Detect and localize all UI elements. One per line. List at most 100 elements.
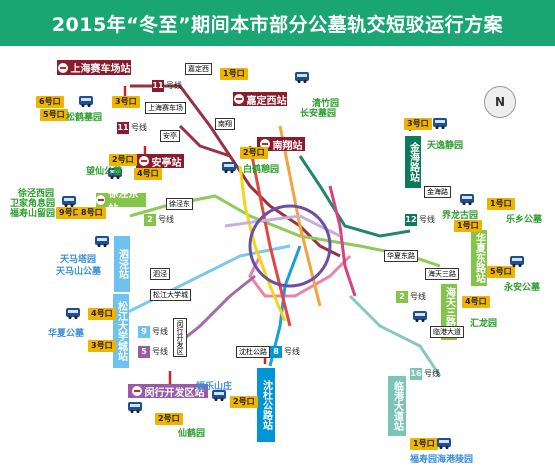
exit-badge: 1号口 (487, 198, 515, 210)
station-name: 金海路站 (407, 142, 419, 182)
station-name: 海天三路站 (443, 287, 455, 337)
station-box-sijing: 泗泾 (150, 268, 170, 280)
line-16-route (348, 294, 442, 377)
line-suffix: 号线 (284, 347, 300, 356)
bus-icon (460, 194, 474, 205)
station-name: 嘉定西站 (246, 95, 287, 107)
exit-badge: 4号口 (462, 296, 490, 308)
line-1-route (248, 145, 292, 327)
exit-badge: 2号口 (155, 413, 183, 425)
exit-badge: 2号口 (240, 147, 268, 159)
line-8-chip: 8 (270, 346, 282, 358)
line-suffix: 号线 (152, 347, 168, 356)
bus-icon (295, 72, 309, 83)
exit-badge: 9号口 (56, 207, 84, 219)
line-suffix: 号线 (152, 327, 168, 336)
bus-icon (212, 390, 226, 401)
station-box-haitiansan: 海天三路 (425, 268, 459, 280)
bus-icon (413, 311, 427, 322)
station-name: 泗泾站 (116, 249, 128, 279)
station-banner-xujingdong: 徐泾东站 (96, 189, 146, 215)
metro-lines-svg (119, 84, 442, 384)
bus-icon (108, 168, 122, 179)
line-9-route (119, 244, 291, 318)
cemetery-label: 乐乡公墓 (506, 215, 543, 225)
exit-badge: 5号口 (487, 266, 515, 278)
compass-north-label: N (494, 95, 506, 109)
line-3-route (238, 165, 287, 322)
bus-icon (128, 402, 142, 413)
line-suffix: 号线 (424, 369, 440, 378)
bus-icon (95, 236, 109, 247)
metro-logo-icon (57, 62, 68, 73)
metro-logo-icon (96, 195, 106, 205)
bus-icon (79, 96, 93, 107)
station-banner-huaxiadong: 华夏东路站 (471, 230, 487, 286)
exit-badge: 3号口 (112, 96, 140, 108)
line-6-route (328, 185, 357, 297)
cemetery-label: 福寿山留园 (10, 209, 56, 219)
station-box-shendu: 沈杜公路 (236, 346, 270, 358)
station-banner-jiadingxi: 嘉定西站 (233, 92, 287, 107)
station-banner-saichechang: 上海赛车场站 (57, 60, 131, 75)
cemetery-label: 长安墓园 (300, 109, 337, 119)
cemetery-label: 白鹤憩园 (243, 165, 280, 175)
bus-icon (510, 256, 524, 267)
bus-icon (66, 308, 80, 319)
exit-badge: 6号口 (36, 96, 64, 108)
station-banner-shendu: 沈杜公路站 (257, 368, 275, 442)
station-box-lingang: 临港大道 (430, 326, 464, 338)
cemetery-label: 汇龙园 (470, 319, 498, 329)
cemetery-label: 清竹园 (312, 99, 340, 109)
station-banner-sijing: 泗泾站 (114, 236, 130, 292)
station-name: 闵行开发区站 (144, 387, 205, 399)
line-suffix: 号线 (410, 292, 426, 301)
station-banner-songjiang: 松江大学城站 (113, 294, 129, 368)
line-2-chip: 2 (144, 214, 156, 226)
line-4-loop (248, 204, 332, 288)
line-suffix: 号线 (166, 81, 182, 90)
metro-logo-icon (138, 156, 149, 166)
station-box-saiche: 上海赛车场 (145, 102, 186, 114)
station-name: 沈杜公路站 (260, 380, 272, 430)
line-11-branch (178, 124, 231, 158)
station-box-minhang: 闵行开发区 (173, 318, 187, 357)
cemetery-label: 福乐山庄 (196, 382, 233, 392)
station-box-jiadingxi: 嘉定西 (185, 63, 212, 75)
line-11-chip: 11 (152, 80, 164, 92)
cemetery-label: 天逸静园 (427, 141, 464, 151)
station-box-xujingdong: 徐泾东 (166, 198, 193, 210)
line-12-chip: 12 (405, 214, 417, 226)
line-5-route (174, 274, 256, 348)
exit-badge: 2号口 (109, 154, 137, 166)
station-name: 徐泾东站 (108, 189, 139, 215)
station-name: 松江大学城站 (115, 301, 127, 361)
exit-badge: 1号口 (454, 220, 482, 232)
exit-badge: 1号口 (220, 68, 248, 80)
line-2-chip: 2 (396, 291, 408, 303)
bus-icon (433, 118, 447, 129)
cemetery-label: 松鹤墓园 (66, 113, 103, 123)
metro-map: N 上海赛车场站 6号口 5号口 3号口 松鹤墓园 11 号线 嘉定西 上海赛车… (0, 46, 555, 466)
cemetery-label: 仙鹤园 (178, 429, 206, 439)
cemetery-label: 天马塔园 (60, 255, 97, 265)
page-title: 2015年“冬至”期间本市部分公墓轨交短驳运行方案 (0, 0, 555, 46)
line-suffix: 号线 (419, 215, 435, 224)
station-box-huaxiadong: 华夏东路 (384, 250, 418, 262)
station-banner-lingang: 临港大道站 (388, 376, 406, 436)
line-16-chip: 16 (410, 368, 422, 380)
line-suffix: 号线 (158, 215, 174, 224)
cemetery-label: 天马山公墓 (56, 267, 102, 277)
station-box-anting: 安亭 (160, 130, 180, 142)
exit-badge: 2号口 (230, 396, 258, 408)
station-name: 安亭站 (151, 157, 182, 169)
line-suffix: 号线 (131, 123, 147, 132)
station-banner-anting: 安亭站 (136, 154, 184, 169)
cemetery-label: 永安公墓 (504, 283, 541, 293)
cemetery-label: 华夏公墓 (48, 329, 85, 339)
station-banner-minhang: 闵行开发区站 (128, 384, 208, 399)
exit-badge: 1号口 (410, 438, 438, 450)
station-name: 上海赛车场站 (70, 64, 131, 75)
metro-logo-icon (131, 386, 142, 396)
station-banner-jinhailu: 金海路站 (405, 136, 421, 188)
